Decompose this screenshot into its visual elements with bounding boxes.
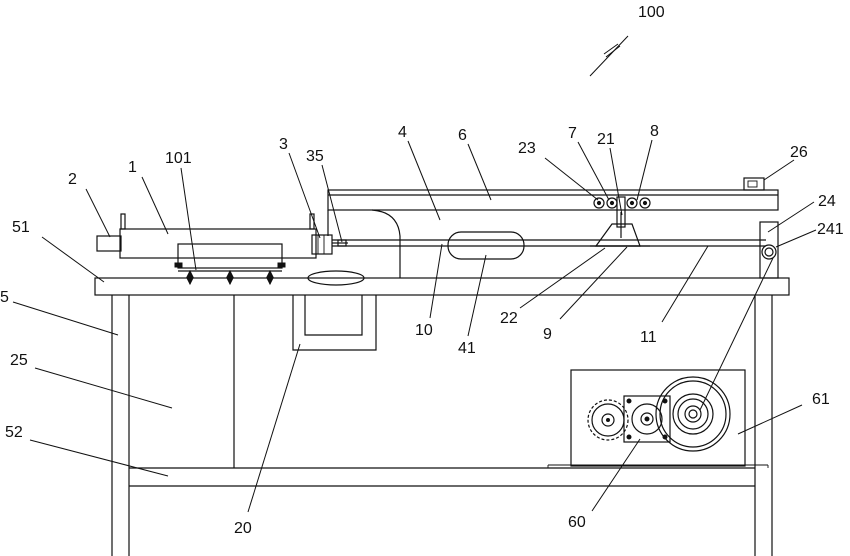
- label-22: 22: [500, 310, 518, 327]
- label-101: 101: [165, 150, 192, 167]
- label-3: 3: [279, 136, 288, 153]
- label-4: 4: [398, 124, 407, 141]
- tip-35: [332, 239, 348, 247]
- drive-housing-61: [570, 369, 746, 467]
- label-7: 7: [568, 125, 577, 142]
- label-5: 5: [0, 289, 9, 306]
- guide-block-3: [311, 234, 333, 255]
- label-21: 21: [597, 131, 615, 148]
- table-opening: [307, 270, 365, 286]
- table-legs-5: [111, 295, 773, 556]
- label-9: 9: [543, 326, 552, 343]
- label-24: 24: [818, 193, 836, 210]
- label-26: 26: [790, 144, 808, 161]
- gear-left: [587, 399, 629, 441]
- label-51: 51: [12, 219, 30, 236]
- leader-lines: [12, 139, 817, 513]
- pulleys-7-21-8: [593, 196, 651, 238]
- table-top-51: [94, 277, 790, 296]
- label-41: 41: [458, 340, 476, 357]
- labels: 100 2 1 101 3 35 4 6 23 7 21 8 26 24 241…: [0, 4, 844, 537]
- saw-wire-10: [332, 239, 766, 247]
- lower-shelf-52: [129, 464, 769, 487]
- label-52: 52: [5, 424, 23, 441]
- drive-wheel: [655, 376, 731, 452]
- label-8: 8: [650, 123, 659, 140]
- label-61: 61: [812, 391, 830, 408]
- label-35: 35: [306, 148, 324, 165]
- label-23: 23: [518, 140, 536, 157]
- reference-100: [589, 35, 629, 77]
- label-20: 20: [234, 520, 252, 537]
- label-241: 241: [817, 221, 844, 238]
- guide-bracket-22: [590, 223, 650, 247]
- pulley-241: [761, 244, 777, 260]
- clamp-pins: [186, 269, 274, 286]
- label-6: 6: [458, 127, 467, 144]
- label-25: 25: [10, 352, 28, 369]
- label-60: 60: [568, 514, 586, 531]
- label-1: 1: [128, 159, 137, 176]
- feed-device-1: [119, 213, 317, 259]
- label-100: 100: [638, 4, 665, 21]
- saw-arm-4: [327, 189, 779, 278]
- clamp-101: [174, 243, 286, 286]
- cylinder-2: [96, 235, 122, 252]
- label-2: 2: [68, 171, 77, 188]
- chute-20: [292, 295, 377, 351]
- slot-41: [447, 231, 525, 260]
- label-11: 11: [640, 329, 657, 346]
- sensor-26: [743, 177, 765, 191]
- motor-60: [623, 395, 671, 443]
- label-10: 10: [415, 322, 433, 339]
- bracket-24: [759, 221, 779, 279]
